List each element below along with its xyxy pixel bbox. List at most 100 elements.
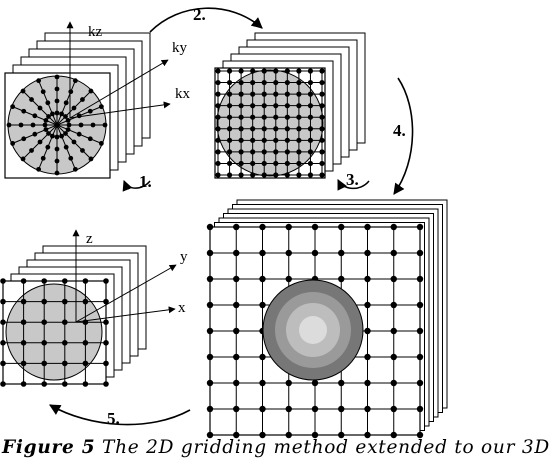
grid-point	[82, 298, 89, 305]
grid-point	[364, 275, 371, 283]
grid-point	[261, 149, 267, 155]
grid-point	[0, 298, 6, 305]
grid-point	[0, 319, 6, 326]
grid-point	[307, 137, 314, 143]
grid-point	[319, 126, 325, 132]
radial-sample-point	[46, 131, 51, 136]
grid-point	[233, 431, 240, 439]
grid-point	[215, 91, 221, 97]
grid-point	[62, 298, 68, 305]
grid-point	[307, 114, 314, 120]
radial-sample-point	[43, 118, 49, 123]
grid-point	[250, 137, 256, 143]
grid-point	[226, 103, 233, 109]
grid-point	[261, 91, 267, 97]
grid-point	[41, 319, 47, 326]
radial-sample-point	[80, 97, 85, 102]
grid-point	[233, 275, 240, 283]
grid-point	[0, 381, 6, 387]
grid-point	[338, 431, 345, 439]
center-point	[54, 122, 60, 128]
grid-point	[206, 223, 214, 231]
grid-point	[307, 126, 314, 132]
grid-point	[273, 172, 279, 178]
grid-point	[273, 149, 279, 155]
grid-point	[206, 379, 214, 387]
grid-point	[82, 360, 89, 367]
radial-sample-point	[71, 105, 77, 111]
grid-point	[103, 360, 109, 367]
step-label-4: 4.	[393, 121, 406, 140]
grid-point	[259, 431, 266, 439]
large-grid-volume	[206, 199, 448, 439]
radial-sample-point	[66, 122, 72, 128]
grid-point	[215, 172, 221, 178]
grid-point	[41, 381, 47, 387]
radial-sample-point	[50, 133, 55, 139]
grid-point	[259, 223, 266, 231]
radial-sample-point	[76, 131, 82, 137]
grid-point	[238, 137, 244, 143]
radial-sample-point	[29, 148, 34, 153]
step-arrow-5	[49, 404, 191, 426]
radial-sample-point	[42, 122, 48, 128]
grid-point	[338, 275, 345, 283]
grid-point	[311, 379, 319, 387]
grid-point	[0, 278, 6, 284]
grid-point	[390, 223, 397, 231]
grid-point	[296, 137, 302, 143]
grid-point	[250, 126, 256, 132]
grid-point	[307, 172, 314, 178]
grid-point	[238, 79, 244, 86]
grid-point	[238, 160, 244, 167]
grid-point	[259, 353, 266, 361]
grid-point	[284, 68, 290, 74]
grid-point	[20, 360, 27, 367]
grid-point	[215, 137, 221, 143]
cartesian-grid-stack	[214, 32, 366, 179]
grid-point	[416, 223, 424, 231]
grid-point	[416, 275, 424, 283]
grid-point	[390, 275, 397, 283]
radial-sample-point	[20, 156, 26, 162]
grid-point	[215, 126, 221, 132]
grid-point	[238, 68, 244, 74]
grid-point	[273, 68, 279, 74]
grid-point	[296, 79, 302, 86]
radial-sample-point	[87, 108, 93, 114]
grid-point	[311, 431, 319, 439]
radial-sample-point	[10, 104, 16, 110]
grid-point	[273, 114, 279, 120]
radial-sample-point	[21, 108, 27, 114]
radial-sample-point	[54, 86, 60, 92]
grid-point	[273, 126, 279, 132]
grid-point	[215, 114, 221, 120]
grid-point	[103, 298, 109, 305]
radial-sample-point	[18, 122, 24, 128]
grid-point	[226, 149, 233, 155]
step-arrow-3	[337, 179, 370, 191]
grid-point	[226, 79, 233, 86]
radial-sampling-stack	[4, 21, 171, 179]
grid-point	[259, 249, 266, 257]
grid-point	[416, 353, 424, 361]
grid-point	[250, 79, 256, 86]
grid-point	[296, 114, 302, 120]
grid-point	[390, 379, 397, 387]
radial-sample-point	[29, 97, 34, 102]
grid-point	[261, 137, 267, 143]
grid-point	[82, 340, 89, 346]
radial-sample-point	[54, 98, 60, 104]
radial-sample-point	[90, 122, 96, 128]
grid-point	[41, 360, 47, 367]
axis-label-ky: ky	[172, 40, 188, 56]
grid-point	[319, 91, 325, 97]
grid-point	[416, 405, 424, 413]
grid-point	[261, 114, 267, 120]
grid-point	[390, 431, 397, 439]
grid-point	[233, 249, 240, 257]
grid-point	[62, 278, 68, 284]
object-center	[299, 316, 327, 344]
grid-point	[284, 103, 290, 109]
grid-point	[338, 223, 345, 231]
